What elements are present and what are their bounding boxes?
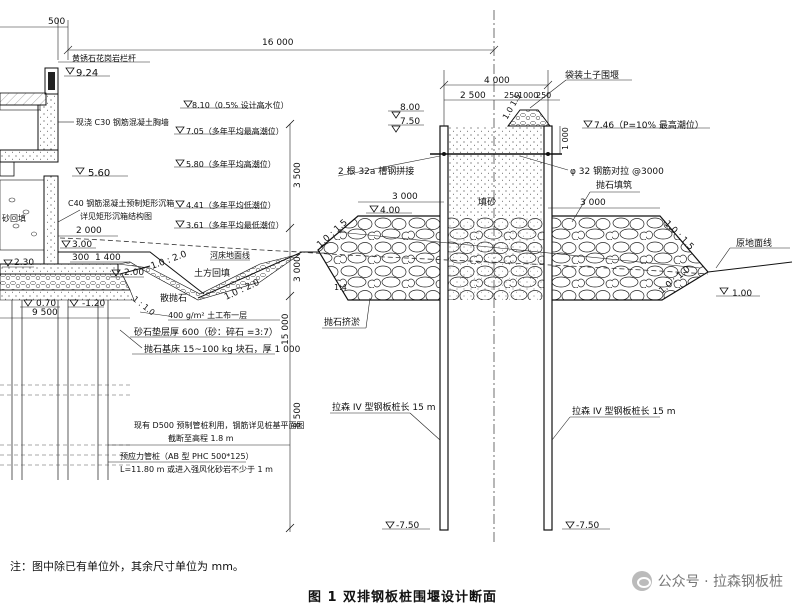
slope-20-a: 1.0 : 2.0 <box>150 250 189 272</box>
svg-text:4.00: 4.00 <box>380 206 400 216</box>
rubble-label: 散抛石 <box>160 292 187 304</box>
dim-300-1400: 300 1 400 <box>70 253 130 263</box>
dim-16000: 16 000 <box>63 38 499 55</box>
elev-300: 3.00 <box>60 240 96 250</box>
svg-text:2 000: 2 000 <box>76 226 102 236</box>
elev-230: 2.30 <box>2 258 34 268</box>
fill-sand-zone <box>448 126 544 216</box>
dim-16000-label: 16 000 <box>262 38 294 48</box>
svg-text:9.24: 9.24 <box>76 68 98 79</box>
svg-text:3 000: 3 000 <box>580 198 606 208</box>
svg-text:250: 250 <box>504 91 519 100</box>
svg-text:1 000: 1 000 <box>561 127 570 150</box>
svg-text:4.41（多年平均低潮位）: 4.41（多年平均低潮位） <box>186 200 276 210</box>
elev-560: 5.60 <box>72 167 128 179</box>
svg-text:9 500: 9 500 <box>32 308 58 318</box>
dim-2000: 2 000 <box>58 226 118 237</box>
svg-text:15 000: 15 000 <box>281 313 291 345</box>
box-label-2: 详见矩形沉箱结构图 <box>80 211 152 221</box>
railing-label: 黄锈石花岗岩栏杆 <box>72 53 136 63</box>
dims-top-right: 4 000 2 500 250 1000 250 1.0 1.5 <box>439 70 560 126</box>
svg-text:2.00: 2.00 <box>124 268 144 278</box>
pile-right-label: 拉森 IV 型钢板桩长 15 m <box>572 405 675 417</box>
level-746: 7.46（P=10% 最高潮位） <box>582 119 710 131</box>
svg-text:3.61（多年平均最低潮位）: 3.61（多年平均最低潮位） <box>186 220 284 230</box>
cofferdam-label: 袋装土子围堰 <box>565 69 619 81</box>
elev-070: 0.70 <box>20 299 60 309</box>
svg-text:5.80（多年平均高潮位）: 5.80（多年平均高潮位） <box>186 159 276 169</box>
slope-14: 1:4 <box>334 283 347 292</box>
wechat-icon <box>631 571 652 591</box>
sheet-pile-right <box>543 125 553 531</box>
elev-200: 2.00 <box>110 268 144 278</box>
elev-400: 4.00 <box>366 205 412 216</box>
dim-9500: 9 500 <box>0 308 130 319</box>
soil-backfill-label: 土方回填 <box>194 267 230 279</box>
watermark: 公众号 · 拉森钢板桩 <box>631 571 783 591</box>
riprap-fill-label: 抛石填筑 <box>596 179 632 191</box>
fill-sand-label: 填砂 <box>478 196 496 208</box>
vertical-dims: 3 500 3 000 15 000 8 500 <box>281 119 303 533</box>
ground-label: 原地面线 <box>736 237 772 249</box>
elev-750: 7.50 <box>388 117 424 133</box>
pile-label-2: 截断至高程 1.8 m <box>168 433 234 443</box>
dim-500: 500 <box>0 17 69 60</box>
svg-text:-7.50: -7.50 <box>396 521 420 531</box>
svg-text:7.05（多年平均最高潮位）: 7.05（多年平均最高潮位） <box>186 126 284 136</box>
watermark-text: 公众号 · 拉森钢板桩 <box>657 574 783 590</box>
svg-text:7.46（P=10% 最高潮位）: 7.46（P=10% 最高潮位） <box>594 119 704 131</box>
svg-text:2.30: 2.30 <box>14 258 34 268</box>
riverbed-label: 河床地面线 <box>210 250 250 260</box>
geotextile-label: 400 g/m² 土工布一层 <box>168 310 247 320</box>
svg-text:8.00: 8.00 <box>400 103 420 113</box>
sandbag-cofferdam <box>507 109 551 127</box>
elev-924: 9.24 <box>64 67 110 79</box>
svg-text:-1.20: -1.20 <box>82 299 106 309</box>
tide-levels: 8.10（0.5% 设计高水位） 7.05（多年平均最高潮位） 5.80（多年平… <box>174 100 289 230</box>
svg-text:2 500: 2 500 <box>460 91 486 101</box>
svg-text:3 000: 3 000 <box>293 256 303 282</box>
elev-100: 1.00 <box>716 287 760 299</box>
sand-backfill-label: 砂回填 <box>2 213 26 223</box>
elev-800: 8.00 <box>388 103 424 119</box>
svg-text:3.00: 3.00 <box>72 240 92 250</box>
foundation-label: 抛石基床 15~100 kg 块石，厚 1 000 <box>144 343 301 355</box>
svg-text:1.00: 1.00 <box>732 289 752 299</box>
svg-text:8.10（0.5% 设计高水位）: 8.10（0.5% 设计高水位） <box>192 100 289 110</box>
sheet-pile-left <box>439 125 449 531</box>
svg-text:250: 250 <box>536 91 551 100</box>
svg-text:0.70: 0.70 <box>36 299 56 309</box>
unit-note: 注：图中除已有单位外，其余尺寸单位为 mm。 <box>10 560 244 573</box>
pile-left-label: 拉森 IV 型钢板桩长 15 m <box>332 401 435 413</box>
pile-label-1: 现有 D500 预制管桩利用，钢筋详见桩基平面图 <box>134 420 305 430</box>
svg-text:1000: 1000 <box>518 91 538 100</box>
dim-3000-right: 3 000 <box>548 198 660 209</box>
svg-text:8 500: 8 500 <box>293 402 303 428</box>
svg-text:7.50: 7.50 <box>400 117 420 127</box>
riprap-toe-label: 抛石挤淤 <box>324 316 360 328</box>
elev-neg750-right: -7.50 <box>562 521 610 531</box>
parapet-label: 现浇 C30 钢筋混凝土胸墙 <box>76 117 169 127</box>
dim-3000-left: 3 000 <box>358 192 444 203</box>
figure-caption: 图 1 双排钢板桩围堰设计断面 <box>307 590 498 605</box>
elev-120: -1.20 <box>68 299 106 309</box>
svg-text:3 500: 3 500 <box>293 162 303 188</box>
svg-text:300: 300 <box>72 253 89 263</box>
quay-wall <box>0 67 303 480</box>
phc-label-2: L=11.80 m 或进入强风化砂岩不少于 1 m <box>120 464 273 474</box>
dim-500-label: 500 <box>48 17 65 27</box>
box-label-1: C40 钢筋混凝土预制矩形沉箱 <box>68 198 174 208</box>
cushion-label: 砂石垫层厚 600（砂：碎石 =3:7） <box>134 326 278 338</box>
channel-label: 2 根 32a 槽钢拼接 <box>338 165 414 177</box>
elev-neg750-left: -7.50 <box>382 521 430 531</box>
tie-rod-label: φ 32 钢筋对拉 @3000 <box>570 165 664 177</box>
svg-text:-7.50: -7.50 <box>576 521 600 531</box>
phc-label-1: 预应力管桩（AB 型 PHC 500*125） <box>120 451 254 461</box>
svg-text:1 400: 1 400 <box>95 253 121 263</box>
svg-text:3 000: 3 000 <box>392 192 418 202</box>
svg-text:4 000: 4 000 <box>484 76 510 86</box>
dim-1000-right: 1 000 <box>559 126 570 154</box>
svg-text:5.60: 5.60 <box>88 168 110 179</box>
